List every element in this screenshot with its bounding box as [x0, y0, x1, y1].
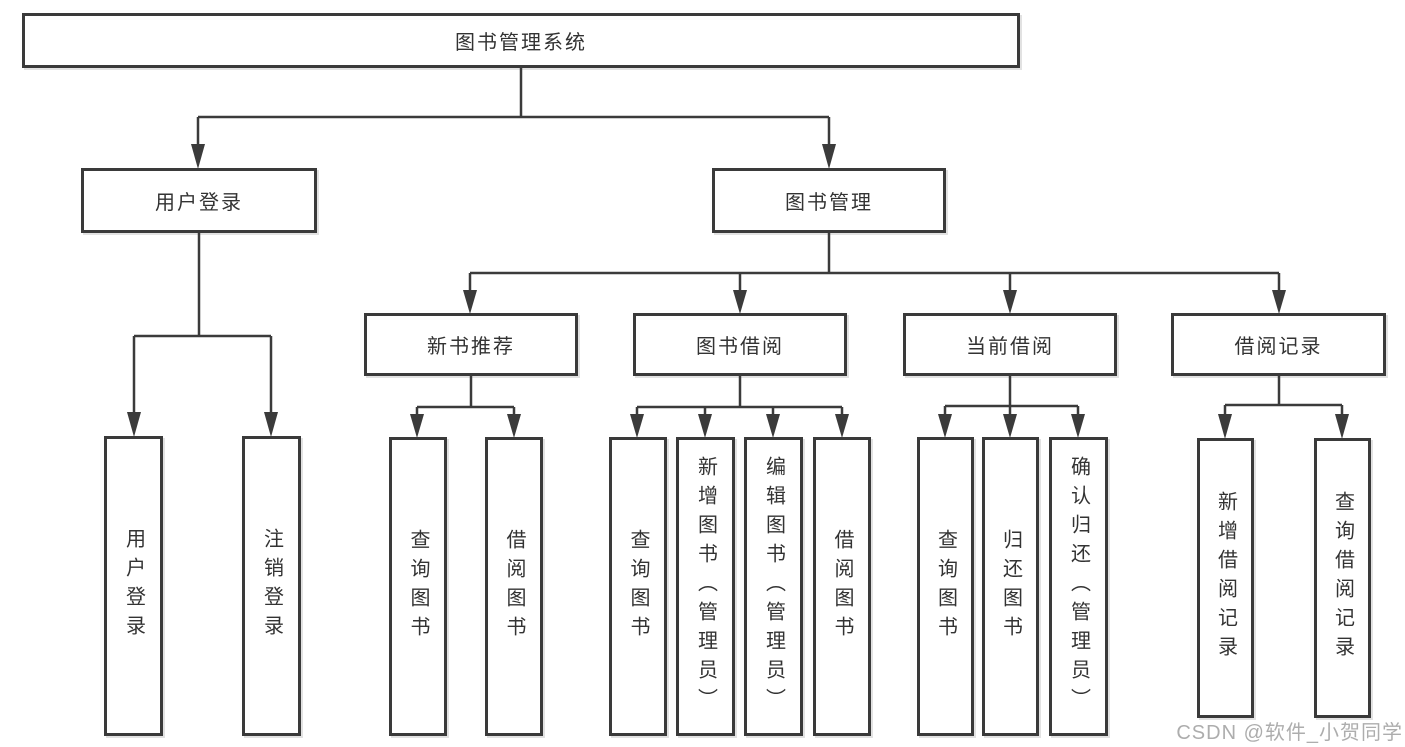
node-borrowing-records: 借阅记录 — [1171, 313, 1386, 376]
connector-new-book-recommendation-children — [410, 376, 521, 438]
connector-current-borrowing-children — [938, 376, 1085, 438]
connector-user-login-children — [127, 233, 278, 437]
leaf-user-login: 用户登录 — [104, 436, 163, 736]
leaf-query-borrow-record: 查询借阅记录 — [1314, 438, 1371, 718]
leaf-edit-book-admin: 编辑图书（管理员） — [744, 437, 803, 736]
connector-root-to-level1 — [191, 68, 836, 169]
leaf-logout-login: 注销登录 — [242, 436, 301, 736]
node-current-borrowing: 当前借阅 — [903, 313, 1117, 376]
node-library-management-system: 图书管理系统 — [22, 13, 1020, 68]
leaf-query-books-recommend: 查询图书 — [389, 437, 447, 736]
leaf-add-borrow-record: 新增借阅记录 — [1197, 438, 1254, 718]
watermark-text: CSDN @软件_小贺同学 — [1176, 722, 1403, 744]
connector-borrowing-records-children — [1218, 376, 1349, 439]
leaf-borrow-books-recommend: 借阅图书 — [485, 437, 543, 736]
connector-book-borrowing-children — [630, 376, 849, 438]
leaf-query-books-borrowing: 查询图书 — [609, 437, 667, 736]
leaf-add-book-admin: 新增图书（管理员） — [676, 437, 735, 736]
leaf-return-books: 归还图书 — [982, 437, 1039, 736]
node-book-borrowing: 图书借阅 — [633, 313, 847, 376]
node-user-login: 用户登录 — [81, 168, 317, 233]
leaf-confirm-return-admin: 确认归还（管理员） — [1049, 437, 1108, 736]
node-new-book-recommendation: 新书推荐 — [364, 313, 578, 376]
leaf-borrow-books: 借阅图书 — [813, 437, 871, 736]
connector-book-management-children — [463, 233, 1286, 314]
node-book-management: 图书管理 — [712, 168, 946, 233]
leaf-query-books-current: 查询图书 — [917, 437, 974, 736]
